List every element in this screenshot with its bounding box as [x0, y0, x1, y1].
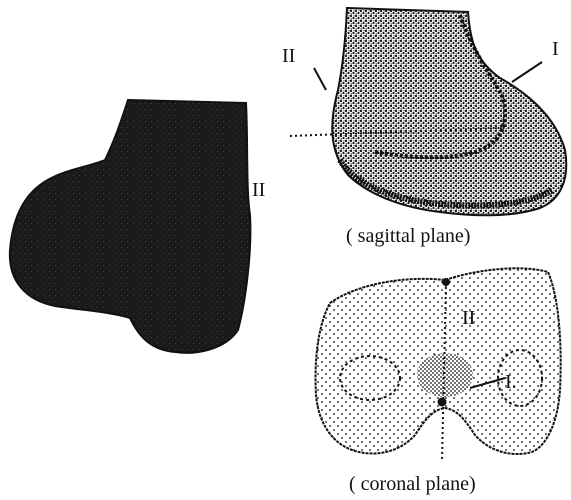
coronal-center-point: [438, 398, 447, 407]
coronal-label-ii: II: [462, 307, 475, 329]
coronal-notch-shading: [417, 353, 473, 397]
coronal-top-point: [442, 278, 450, 286]
coronal-caption: ( coronal plane): [349, 473, 476, 495]
coronal-plane-figure: II I. ( coronal plane): [316, 268, 561, 495]
sagittal-leader-i: [512, 62, 542, 82]
sagittal-leader-ii: [314, 68, 326, 90]
sagittal-caption: ( sagittal plane): [346, 225, 470, 247]
femur-left-view: II: [10, 100, 265, 353]
femur-left-silhouette: [10, 100, 251, 353]
sagittal-label-i: I: [552, 38, 559, 60]
coronal-label-i: I.: [505, 371, 517, 393]
left-label-ii: II: [252, 179, 265, 201]
sagittal-label-ii: II: [282, 45, 295, 67]
sagittal-plane-figure: II I ( sagittal plane): [282, 8, 566, 247]
